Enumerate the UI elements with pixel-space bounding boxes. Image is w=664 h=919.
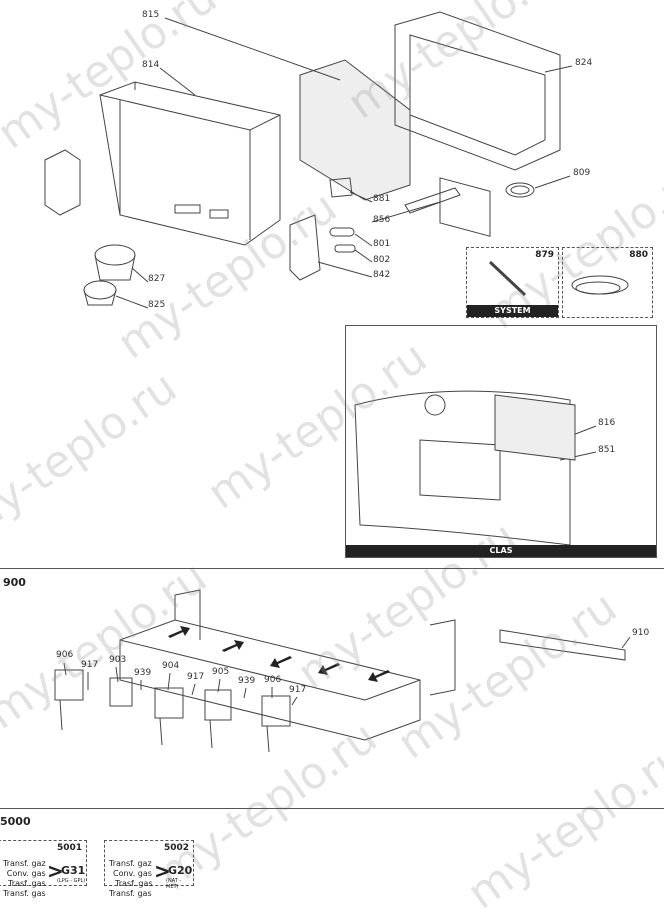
part-label: 917 (289, 685, 307, 695)
section-divider (0, 808, 664, 809)
kit-number: 879 (535, 250, 554, 260)
part-label: 825 (148, 300, 166, 310)
section-divider (0, 568, 664, 569)
part-label: 903 (109, 655, 127, 665)
gas-conversion-text: Transf. gaz Conv. gas Trasf. gas Transf.… (3, 859, 46, 899)
section-title: 900 (3, 576, 26, 589)
part-label: 815 (142, 10, 160, 20)
gas-type: G20 (168, 864, 193, 877)
part-label: 910 (632, 628, 650, 638)
text-line: Transf. gaz (3, 859, 46, 868)
part-label: 904 (162, 661, 180, 671)
clas-box: CLAS (345, 325, 657, 558)
kit-number: 880 (629, 250, 648, 260)
text-line: Transf. gaz (109, 859, 152, 868)
part-label: 939 (134, 668, 152, 678)
text-line: Conv. gas (113, 869, 152, 878)
part-label: 801 (373, 239, 391, 249)
text-line: Transf. gas (3, 889, 46, 898)
kit-caption: SYSTEM (467, 305, 558, 317)
kit-number: 5002 (163, 843, 189, 853)
frame-824 (394, 11, 561, 171)
part-label: 816 (598, 418, 616, 428)
pcb-815 (299, 59, 411, 201)
part-label: 842 (373, 270, 391, 280)
flow-arrows (168, 626, 390, 682)
pcb-816 (494, 394, 576, 461)
part-label: 827 (148, 274, 166, 284)
part-label: 917 (81, 660, 99, 670)
part-label: 906 (56, 650, 74, 660)
kit-880-box: 880 (562, 247, 653, 318)
gas-subtitle: (LPG - GPL) (57, 878, 86, 884)
kit-5001-box: 5001 Transf. gaz Conv. gas Trasf. gas Tr… (0, 840, 87, 898)
kit-5002-box: 5002 Transf. gaz Conv. gas Trasf. gas Tr… (104, 840, 194, 898)
part-label: 824 (575, 58, 593, 68)
section-title: 5000 (0, 815, 31, 828)
part-label: 851 (598, 445, 616, 455)
valves (54, 669, 291, 753)
part-label: 802 (373, 255, 391, 265)
gas-subtitle: (NAT - MET) (166, 878, 182, 890)
arrow-symbol: > (154, 859, 171, 883)
kit-879-box: 879 SYSTEM (466, 247, 559, 318)
part-label: 814 (142, 60, 160, 70)
text-line: Trasf. gas (8, 879, 46, 888)
part-label: 881 (373, 194, 391, 204)
part-label: 809 (573, 168, 591, 178)
gas-type: G31 (61, 864, 86, 877)
text-line: Conv. gas (6, 869, 46, 878)
arrow-symbol: > (47, 859, 64, 883)
hydraulic-bracket (119, 589, 456, 741)
text-line: Transf. gas (109, 889, 152, 898)
gas-conversion-text: Transf. gaz Conv. gas Trasf. gas Transf.… (109, 859, 153, 899)
clas-caption: CLAS (346, 545, 656, 557)
part-label: 906 (264, 675, 282, 685)
part-label: 905 (212, 667, 230, 677)
chassis-814 (99, 81, 281, 246)
rail-910 (499, 629, 626, 661)
part-label: 939 (238, 676, 256, 686)
part-label: 856 (373, 215, 391, 225)
text-line: Trasf. gas (115, 879, 153, 888)
kit-number: 5001 (56, 843, 82, 853)
part-label: 917 (187, 672, 205, 682)
